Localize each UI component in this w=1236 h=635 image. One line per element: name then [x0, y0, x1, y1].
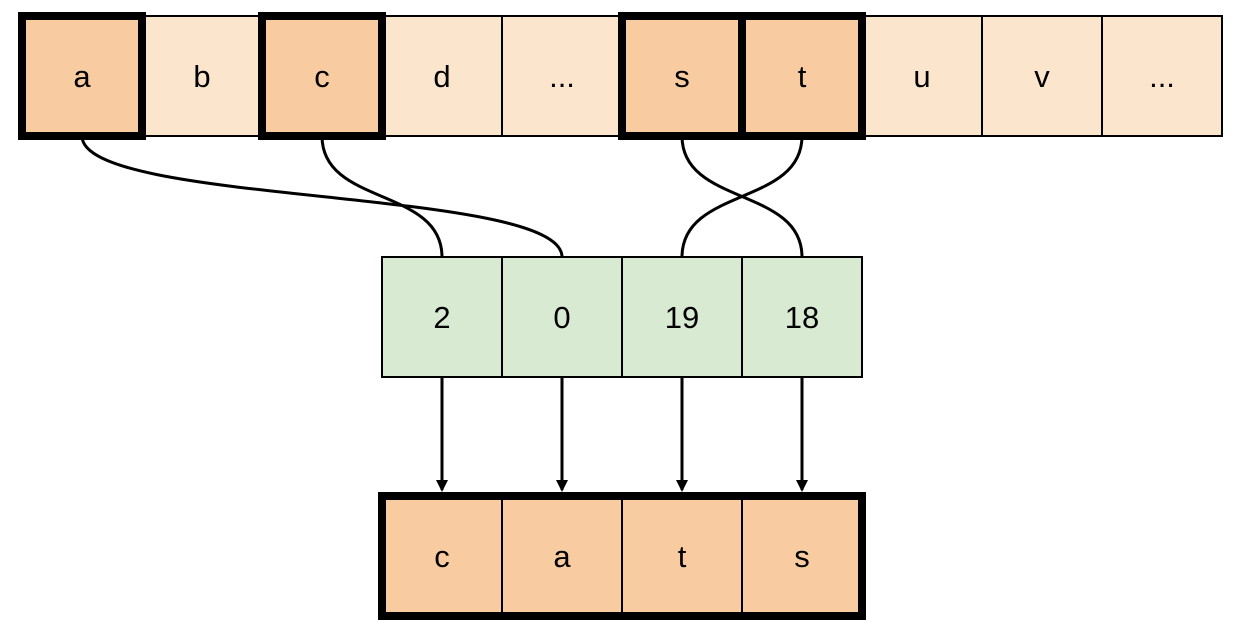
connector-line — [80, 135, 564, 258]
alphabet-cell-label: ... — [549, 59, 575, 94]
output-cell-label: s — [794, 539, 810, 574]
alphabet-cell-label: a — [73, 59, 91, 94]
alphabet-cell — [981, 15, 1103, 137]
selected-outline — [18, 12, 146, 140]
index-cell — [501, 256, 623, 378]
alphabet-cell — [621, 15, 743, 137]
alphabet-cell-label: d — [433, 59, 450, 94]
index-cell-label: 2 — [433, 300, 450, 335]
index-cell-label: 19 — [665, 300, 699, 335]
index-cell-label: 18 — [785, 300, 819, 335]
alphabet-cell-label: v — [1034, 59, 1050, 94]
alphabet-cell-label: c — [314, 59, 330, 94]
index-cell — [381, 256, 503, 378]
output-cell — [621, 495, 743, 617]
arrow-layer — [436, 377, 808, 492]
alphabet-cell-label: s — [674, 59, 690, 94]
index-cell — [621, 256, 743, 378]
connector-layer — [80, 135, 804, 258]
connector-line — [680, 135, 804, 258]
alphabet-cell-label: b — [193, 59, 210, 94]
output-outline — [378, 492, 866, 620]
index-cell-label: 0 — [553, 300, 570, 335]
selected-outline — [738, 12, 866, 140]
output-cell-label: c — [434, 539, 450, 574]
alphabet-row: a b c d... s t u v... — [18, 12, 1223, 140]
output-cell — [501, 495, 623, 617]
alphabet-cell-label: u — [913, 59, 930, 94]
alphabet-cell-label: t — [798, 59, 807, 94]
alphabet-cell — [1101, 15, 1223, 137]
output-cell-label: a — [553, 539, 571, 574]
connector-line — [320, 135, 444, 258]
alphabet-cell — [141, 15, 263, 137]
alphabet-cell-label: ... — [1149, 59, 1175, 94]
output-cell-label: t — [678, 539, 687, 574]
index-cell — [741, 256, 863, 378]
selected-outline — [258, 12, 386, 140]
